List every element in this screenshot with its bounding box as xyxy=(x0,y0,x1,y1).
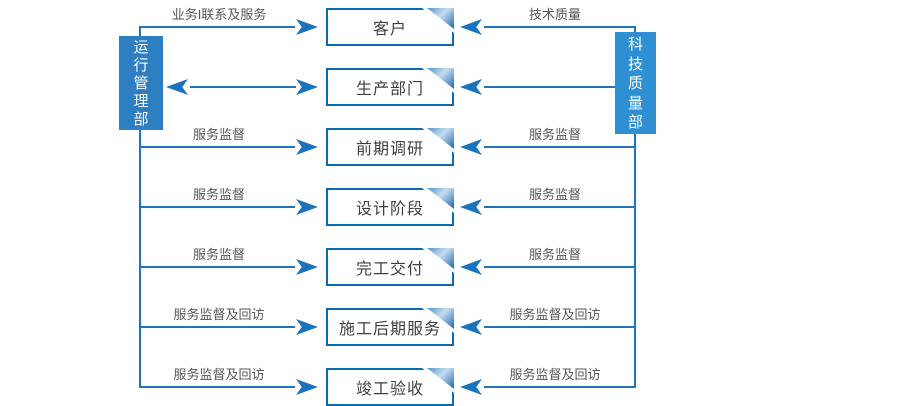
dept-label-technology-quality: 科技质量部 xyxy=(627,36,643,131)
process-box-completion-acceptance: 竣工验收 xyxy=(326,368,454,406)
process-box-completion-delivery: 完工交付 xyxy=(326,248,454,286)
dept-box-operations-management: 运行管理部 xyxy=(119,36,163,130)
row7-right-line xyxy=(484,386,636,388)
row7-right-label: 服务监督及回访 xyxy=(509,367,601,382)
process-box-production-dept: 生产部门 xyxy=(326,68,454,106)
row4-arrow-right-icon xyxy=(296,199,318,215)
process-box-customer: 客户 xyxy=(326,8,454,46)
row4-right-label: 服务监督 xyxy=(528,187,581,202)
dept-label-operations-management: 运行管理部 xyxy=(133,39,149,128)
row7-arrow-right-icon xyxy=(296,379,318,395)
process-box-label: 设计阶段 xyxy=(355,201,424,218)
process-box-post-construction-service: 施工后期服务 xyxy=(326,308,454,346)
row2-left-line xyxy=(190,86,296,88)
row3-left-label: 服务监督 xyxy=(192,127,245,142)
row4-left-line xyxy=(139,206,295,208)
row5-right-label: 服务监督 xyxy=(528,247,581,262)
process-box-design-phase: 设计阶段 xyxy=(326,188,454,226)
row5-arrow-right-icon xyxy=(296,259,318,275)
row1-left-label: 业务I联系及服务 xyxy=(171,7,267,22)
row6-left-label: 服务监督及回访 xyxy=(173,307,265,322)
row3-right-label: 服务监督 xyxy=(528,127,581,142)
process-box-label: 客户 xyxy=(372,21,407,38)
row6-right-label: 服务监督及回访 xyxy=(509,307,601,322)
row5-left-line xyxy=(139,266,295,268)
process-box-label: 施工后期服务 xyxy=(338,321,441,338)
row1-right-label: 技术质量 xyxy=(528,7,581,22)
row1-left-line xyxy=(139,26,295,28)
row1-arrow-right-icon xyxy=(296,19,318,35)
process-box-label: 前期调研 xyxy=(355,141,424,158)
row6-left-line xyxy=(139,326,295,328)
process-box-preliminary-research: 前期调研 xyxy=(326,128,454,166)
row4-left-label: 服务监督 xyxy=(192,187,245,202)
row3-left-line xyxy=(139,146,295,148)
process-box-label: 竣工验收 xyxy=(355,381,424,398)
row7-left-line xyxy=(139,386,295,388)
process-box-label: 生产部门 xyxy=(355,81,424,98)
row2-arrow-right-icon xyxy=(296,79,318,95)
row5-left-label: 服务监督 xyxy=(192,247,245,262)
row7-left-label: 服务监督及回访 xyxy=(173,367,265,382)
row3-arrow-right-icon xyxy=(296,139,318,155)
row2-right-line xyxy=(484,86,615,88)
process-box-label: 完工交付 xyxy=(355,261,424,278)
row1-right-line xyxy=(484,26,636,28)
row3-right-line xyxy=(484,146,636,148)
row2-right-arrow-left-icon xyxy=(460,79,482,95)
row4-right-line xyxy=(484,206,636,208)
row6-arrow-right-icon xyxy=(296,319,318,335)
row2-arrow-left-icon xyxy=(166,79,188,95)
dept-box-technology-quality: 科技质量部 xyxy=(615,32,656,134)
row5-right-line xyxy=(484,266,636,268)
row6-right-line xyxy=(484,326,636,328)
